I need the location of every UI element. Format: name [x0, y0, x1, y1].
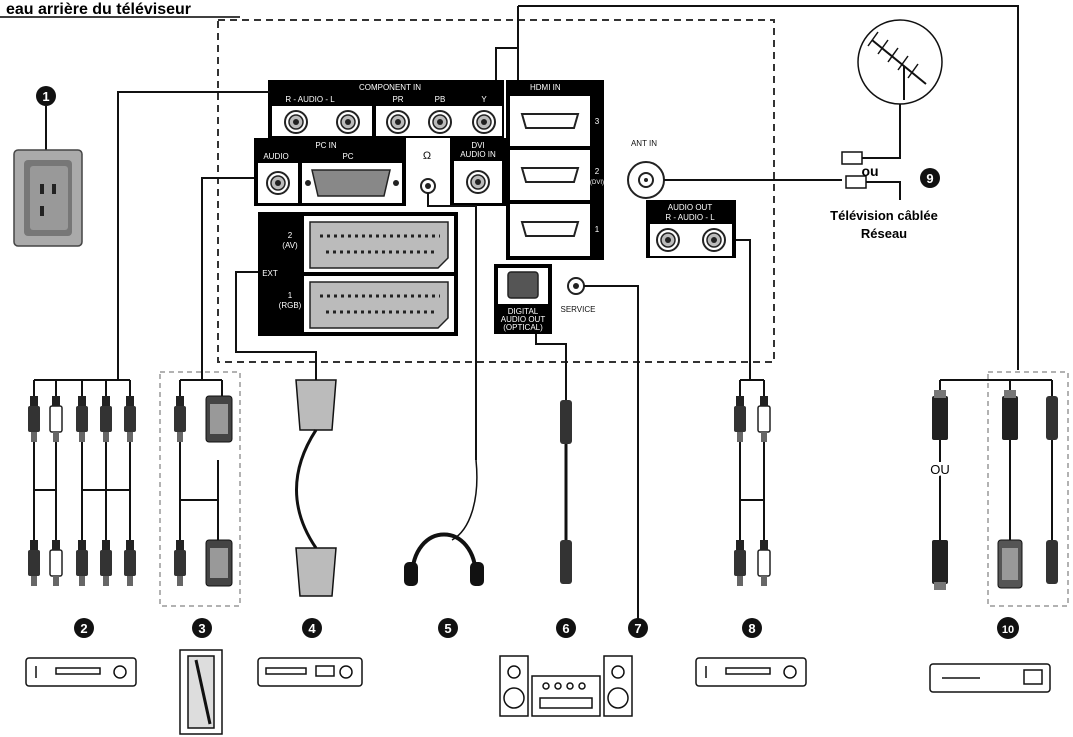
hdmi-plugs: [932, 390, 1058, 590]
component-in-panel: COMPONENT IN R - AUDIO - L PR PB Y: [268, 80, 504, 138]
pc-cable-group: [159, 371, 241, 607]
recorder-device-icon: [695, 657, 807, 687]
ext-2-av-label: (AV): [282, 241, 298, 250]
hdmi-in-panel: HDMI IN 3 2 (DVI) 1: [506, 80, 604, 260]
headphones-icon: [404, 459, 484, 586]
antenna-icon: [857, 19, 943, 105]
hdmi-2-label: 2: [595, 167, 600, 176]
component-in-label: COMPONENT IN: [359, 83, 421, 92]
audio-out-lr-label: R - AUDIO - L: [665, 213, 715, 222]
service-label: SERVICE: [561, 305, 596, 314]
antenna-connectors: [841, 151, 867, 189]
audio-out-label: AUDIO OUT: [668, 203, 713, 212]
reseau-label: Réseau: [861, 226, 907, 241]
vcr-device-icon: [25, 657, 137, 687]
tv-rear-panel-outline: [217, 19, 775, 363]
callout-5: 5: [444, 621, 451, 636]
component-pr-label: PR: [392, 95, 403, 104]
set-top-box-icon: [929, 663, 1051, 693]
hifi-system-icon: [499, 655, 633, 717]
callout-1: 1: [42, 89, 49, 104]
component-cable: [33, 379, 131, 540]
callout-2: 2: [80, 621, 87, 636]
svg-text:Ω: Ω: [423, 150, 431, 162]
cable-tv-label: Télévision câblée: [830, 208, 938, 223]
ext-label: EXT: [262, 269, 278, 278]
callout-8: 8: [748, 621, 755, 636]
audio-out-panel: AUDIO OUT R - AUDIO - L: [646, 200, 736, 258]
dvi-label: DVI: [471, 141, 484, 150]
digital-optical-label: (OPTICAL): [503, 323, 543, 332]
scart-cable: [295, 379, 337, 597]
component-pb-label: PB: [435, 95, 446, 104]
dvi-audio-in-label: AUDIO IN: [460, 150, 496, 159]
hdmi-in-label: HDMI IN: [530, 83, 561, 92]
vga-plug-bottom: [205, 539, 233, 587]
audio-out-cable: [739, 379, 765, 540]
component-audio-label: R - AUDIO - L: [285, 95, 335, 104]
hdmi-1-label: 1: [595, 225, 600, 234]
ext-scart-panel: EXT 2 (AV) 1 (RGB): [258, 212, 458, 336]
connection-lines: [117, 5, 1019, 625]
ant-in-port: ANT IN: [627, 139, 665, 199]
digital-label: DIGITAL: [508, 307, 539, 316]
power-socket: 1: [13, 86, 83, 247]
pc-audio-label: AUDIO: [263, 152, 288, 161]
callout-7: 7: [634, 621, 641, 636]
headphone-jack: Ω: [420, 150, 436, 194]
ant-in-label: ANT IN: [631, 139, 657, 148]
dvi-cable-group: [987, 371, 1069, 607]
callout-10: 10: [1002, 624, 1014, 636]
callout-9: 9: [926, 171, 933, 186]
callout-row: 2 3 4 5 6 7 8 10: [74, 617, 1019, 639]
pc-label: PC: [342, 152, 353, 161]
callout-4: 4: [308, 621, 316, 636]
hdmi-cable-group: [939, 379, 1053, 540]
service-port: SERVICE: [561, 277, 596, 314]
ext-1-rgb-label: (RGB): [279, 301, 302, 310]
component-y-label: Y: [481, 95, 487, 104]
ext-2-label: 2: [288, 231, 293, 240]
callout-6: 6: [562, 621, 569, 636]
dvi-audio-in-panel: DVI AUDIO IN: [450, 138, 506, 206]
pc-in-label: PC IN: [315, 141, 337, 150]
ext-1-label: 1: [288, 291, 293, 300]
vga-plug-top: [205, 395, 233, 443]
hdmi-3-label: 3: [595, 117, 600, 126]
digital-audio-out-panel: DIGITAL AUDIO OUT (OPTICAL): [494, 264, 552, 334]
optical-cable: [560, 400, 572, 584]
hdmi-2-dvi-label: (DVI): [590, 180, 604, 186]
callout-3: 3: [198, 621, 205, 636]
hdmi-ou-label: OU: [930, 462, 950, 477]
pc-tower-icon: [179, 649, 223, 735]
dvd-player-icon: [257, 657, 363, 687]
pc-in-panel: PC IN AUDIO PC: [254, 138, 406, 206]
digital-audio-out-label: AUDIO OUT: [501, 315, 546, 324]
antenna-ou-label: ou: [861, 163, 878, 179]
pc-cable: [179, 379, 223, 540]
page-title: eau arrière du téléviseur: [6, 1, 191, 18]
